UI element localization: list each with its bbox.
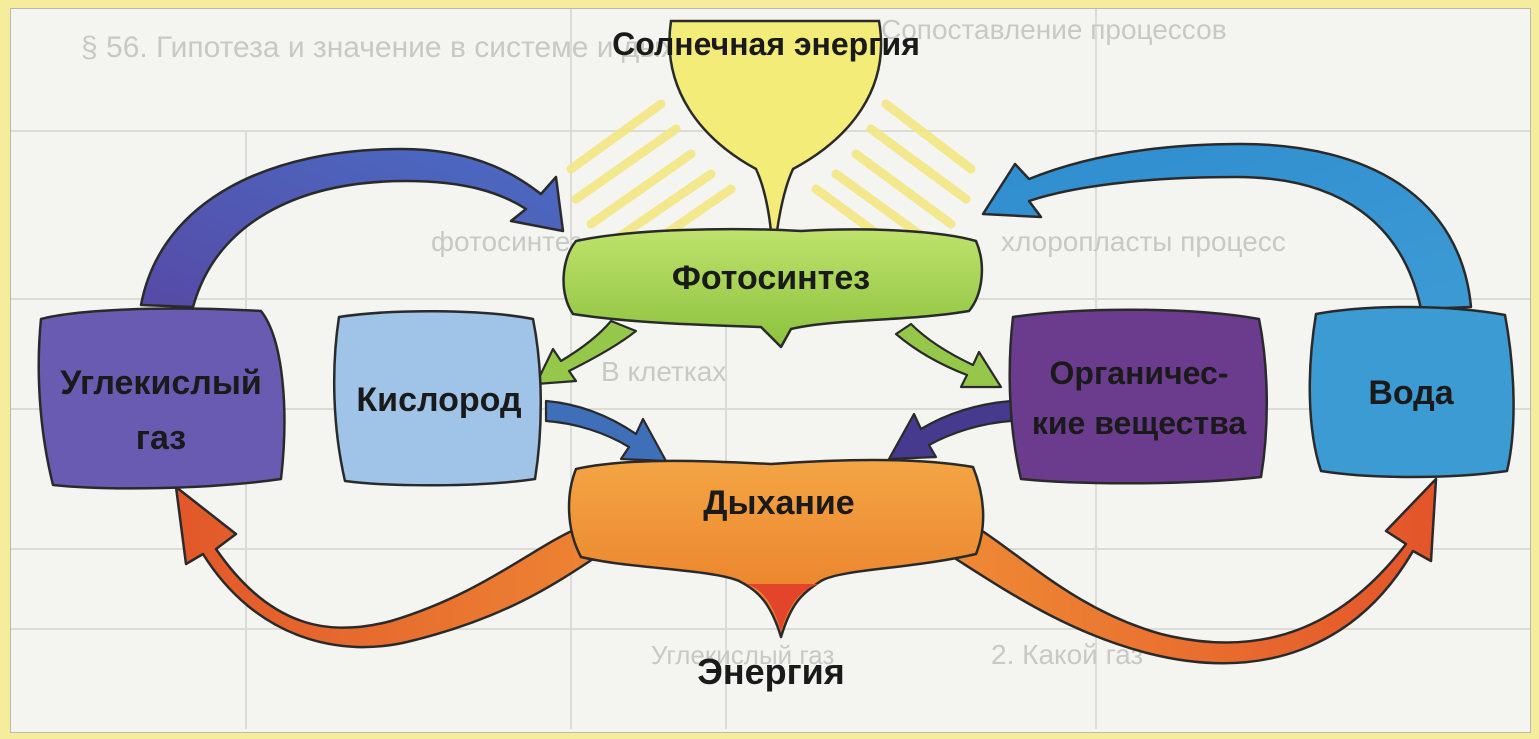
oxygen-label: Кислород [356, 381, 521, 419]
water-to-photosynthesis-arrow [981, 142, 1473, 311]
organic-to-respiration-arrow [887, 399, 1013, 461]
ghost-text: Сопоставление процессов [881, 14, 1227, 45]
respiration-label: Дыхание [703, 484, 854, 522]
oxygen-to-respiration-arrow [544, 399, 668, 463]
ghost-text: хлоропласты процесс [1001, 226, 1286, 257]
photosynthesis-to-oxygen-arrow [534, 319, 638, 386]
ghost-text: Углекислый газ [651, 640, 834, 670]
ghost-text: фотосинтез [431, 226, 582, 257]
organic-label-line2: кие вещества [1032, 405, 1247, 441]
diagram-frame: § 56. Гипотеза и значение в системе и ды… [10, 8, 1531, 733]
photosynthesis-respiration-diagram: § 56. Гипотеза и значение в системе и ды… [11, 9, 1530, 729]
ghost-text: § 56. Гипотеза и значение в системе и ды… [81, 31, 742, 64]
energy-label: Энергия [697, 651, 845, 692]
co2-box [37, 307, 286, 490]
water-label: Вода [1368, 374, 1454, 412]
photosynthesis-to-organic-arrow [894, 322, 1003, 389]
co2-to-photosynthesis-arrow [139, 147, 565, 309]
respiration-arrows [174, 477, 1438, 665]
photosynthesis-block [562, 227, 984, 349]
oxygen-box [332, 310, 543, 487]
water-box [1308, 305, 1515, 479]
sun-label: Солнечная энергия [612, 26, 920, 62]
energy-arrow-tip [746, 584, 819, 631]
respiration-block [567, 458, 985, 639]
co2-label-line1: Углекислый [60, 364, 262, 402]
organic-box [1008, 308, 1269, 485]
ghost-text: В клетках [601, 356, 726, 387]
background-text: § 56. Гипотеза и значение в системе и ды… [81, 14, 1286, 670]
organic-label-line1: Органичес- [1050, 355, 1229, 391]
co2-label-line2: газ [136, 419, 186, 457]
photosynthesis-label: Фотосинтез [672, 259, 870, 297]
